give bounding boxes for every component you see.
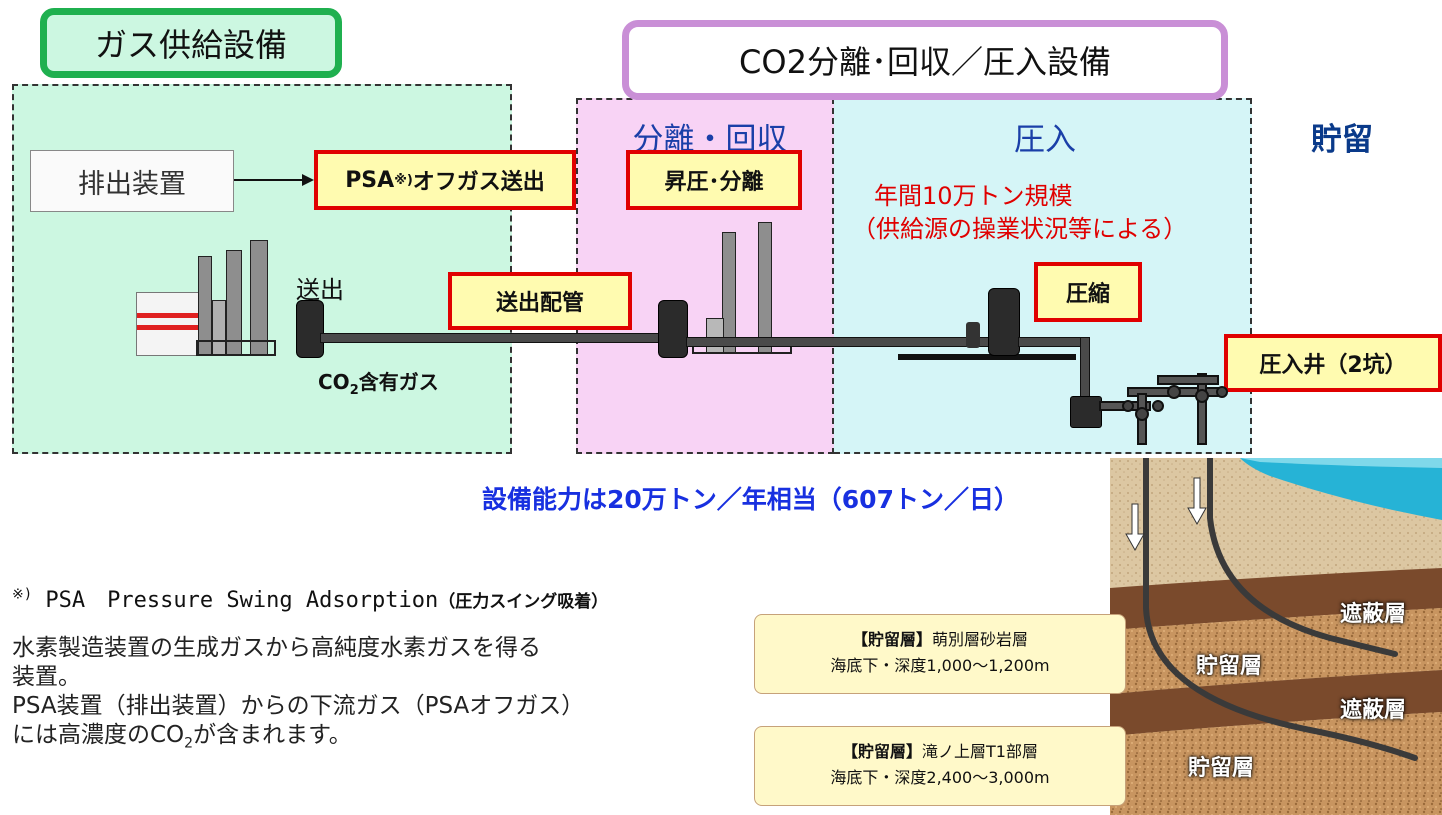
injection-well-label: 圧入井（2坑） [1259, 353, 1407, 378]
gas-supply-title: ガス供給設備 [94, 26, 287, 64]
valve-icon [966, 322, 980, 348]
psa-sup: ※) [394, 172, 413, 188]
injection-label: 圧入 [1014, 122, 1076, 158]
send-out-pump-icon [296, 300, 324, 358]
plant-tower-icon [250, 240, 268, 356]
annual-line-2: （供給源の操業状況等による） [852, 215, 1188, 243]
pipeline-box: 送出配管 [448, 272, 632, 330]
vertical-riser-pipe [1080, 337, 1090, 399]
seal-layer-2-label: 遮蔽層 [1340, 698, 1407, 723]
injection-arrow-icon [1125, 477, 1207, 552]
separator-tank-icon [658, 300, 688, 358]
pressurize-separate-box: 昇圧･分離 [626, 150, 802, 210]
separator-tower-icon [722, 232, 736, 354]
co2-gas-label: CO2含有ガス [318, 370, 439, 398]
plant-frame-icon [196, 340, 276, 356]
pipeline-label: 送出配管 [495, 291, 584, 316]
exhaust-device-box: 排出装置 [30, 150, 234, 212]
psa-footnote-title: ※) PSA Pressure Swing Adsorption（圧力スイング吸… [12, 586, 609, 613]
main-pipeline [320, 333, 660, 343]
send-out-label: 送出 [296, 276, 344, 304]
injection-well-box: 圧入井（2坑） [1224, 334, 1442, 392]
capacity-text: 設備能力は20万トン／年相当（607トン／日） [482, 485, 1019, 514]
annual-line-1: 年間10万トン規模 [874, 182, 1073, 210]
compression-box: 圧縮 [1034, 262, 1142, 322]
pressurize-separate-label: 昇圧･分離 [664, 170, 764, 195]
gas-supply-title-box: ガス供給設備 [40, 8, 342, 78]
annual-scale-text: 年間10万トン規模 （供給源の操業状況等による） [852, 180, 1187, 246]
compressor-platform [898, 354, 1076, 360]
reservoir-info-box-2: 【貯留層】滝ノ上層T1部層 海底下・深度2,400～3,000m [754, 726, 1126, 806]
co2-facility-title: CO2分離･回収／圧入設備 [739, 43, 1111, 81]
psa-tail: オフガス送出 [412, 170, 545, 195]
reservoir-layer-1-label: 貯留層 [1196, 654, 1263, 679]
separator-pipeline [686, 337, 992, 347]
separator-tower-icon [758, 222, 772, 354]
psa-footnote-body: 水素製造装置の生成ガスから高純度水素ガスを得る 装置。 PSA装置（排出装置）か… [12, 635, 585, 752]
psa-main: PSA [345, 167, 395, 193]
exhaust-device-label: 排出装置 [78, 168, 186, 200]
co2-facility-title-box: CO2分離･回収／圧入設備 [622, 20, 1228, 100]
storage-label: 貯留 [1311, 122, 1373, 158]
reservoir-layer-2-label: 貯留層 [1188, 756, 1255, 781]
psa-offgas-box: PSA※)オフガス送出 [314, 150, 576, 210]
exhaust-arrow [234, 174, 314, 186]
reservoir-info-box-1: 【貯留層】萌別層砂岩層 海底下・深度1,000～1,200m [754, 614, 1126, 694]
wellhead-tank-icon [1070, 396, 1102, 428]
compressor-icon [988, 288, 1020, 356]
wellhead-manifold-icon [1099, 373, 1228, 445]
seal-layer-1-label: 遮蔽層 [1340, 602, 1407, 627]
underground-cross-section [1110, 458, 1442, 815]
compression-label: 圧縮 [1065, 282, 1110, 307]
